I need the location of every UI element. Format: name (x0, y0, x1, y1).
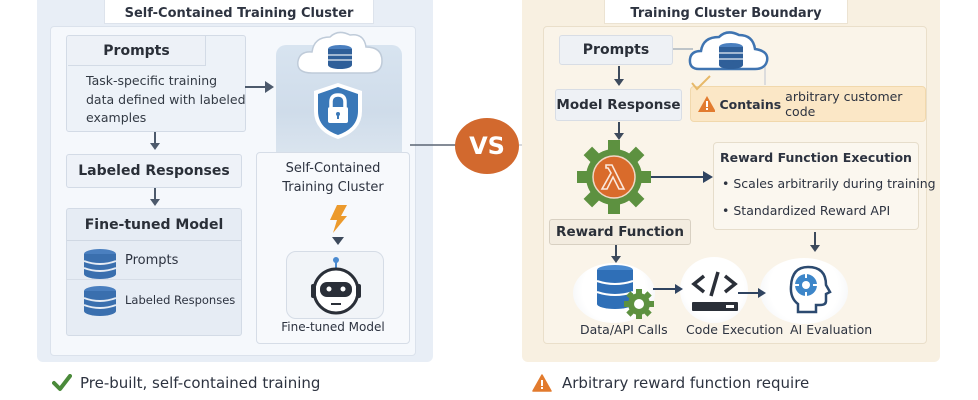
vs-badge: VS (455, 118, 519, 174)
arrow-down-icon (614, 122, 624, 140)
right-prompts-card: Prompts (559, 35, 673, 65)
step-label: AI Evaluation (790, 322, 873, 337)
left-panel-title: Self-Contained Training Cluster (104, 0, 374, 24)
execution-bullet-text: Scales arbitrarily during training (733, 176, 936, 191)
database-gear-icon (596, 265, 654, 319)
robot-icon (311, 257, 361, 315)
arrow-down-icon (614, 66, 624, 86)
arrow-down-icon (150, 132, 160, 150)
prompts-description: Task-specific training data defined with… (86, 73, 246, 125)
prompts-title: Prompts (68, 36, 206, 66)
fine-tuned-model-title: Fine-tuned Model (67, 209, 241, 241)
fine-tuned-item-label: Prompts (125, 253, 179, 268)
fine-tuned-row-prompts (67, 242, 241, 280)
left-footer: Pre-built, self-contained training (52, 374, 320, 392)
lambda-gear-icon (577, 140, 651, 214)
check-accent-icon (691, 75, 711, 91)
step-label: Data/API Calls (580, 322, 668, 337)
checkmark-icon (52, 374, 72, 391)
execution-bullet: • Scales arbitrarily during training (722, 176, 936, 191)
execution-bullet-text: Standardized Reward API (733, 203, 891, 218)
labeled-responses-card: Labeled Responses (66, 154, 242, 188)
reward-execution-title: Reward Function Execution (720, 150, 912, 165)
right-footer: Arbitrary reward function require (532, 374, 809, 392)
arrow-down-icon (611, 245, 621, 263)
arrow-down-icon (810, 232, 820, 252)
warning-text: arbitrary customer code (785, 89, 903, 119)
cloud-database-icon (297, 31, 383, 74)
arrow-right-icon (738, 288, 766, 298)
execution-bullet: • Standardized Reward API (722, 203, 891, 218)
database-icon (83, 249, 117, 279)
code-icon (691, 271, 738, 311)
right-footer-text: Arbitrary reward function require (562, 374, 810, 392)
reward-execution-card (713, 142, 919, 230)
left-footer-text: Pre-built, self-contained training (80, 374, 321, 392)
cluster-output-label: Fine-tuned Model (281, 320, 385, 334)
warning-icon (532, 374, 552, 392)
arrow-right-icon (245, 81, 274, 93)
warning-icon (698, 96, 716, 112)
cluster-label: Self-Contained Training Cluster (282, 161, 384, 195)
warning-bold-text: Contains (719, 96, 782, 112)
arrow-right-icon (653, 284, 683, 294)
arrow-down-icon (150, 188, 160, 206)
arrow-right-icon (651, 171, 713, 183)
lightning-icon (330, 205, 347, 233)
ai-head-icon (789, 265, 832, 314)
database-icon (83, 286, 117, 316)
fine-tuned-item-label: Labeled Responses (125, 293, 236, 307)
right-panel-title: Training Cluster Boundary (604, 0, 848, 24)
reward-function-card: Reward Function (549, 219, 691, 245)
customer-code-warning: Contains arbitrary customer code (690, 86, 926, 122)
arrow-down-icon (332, 237, 344, 245)
shield-lock-icon (314, 83, 362, 139)
step-label: Code Execution (686, 322, 784, 337)
model-response-card: Model Response (555, 89, 682, 121)
cloud-database-icon (673, 31, 769, 85)
